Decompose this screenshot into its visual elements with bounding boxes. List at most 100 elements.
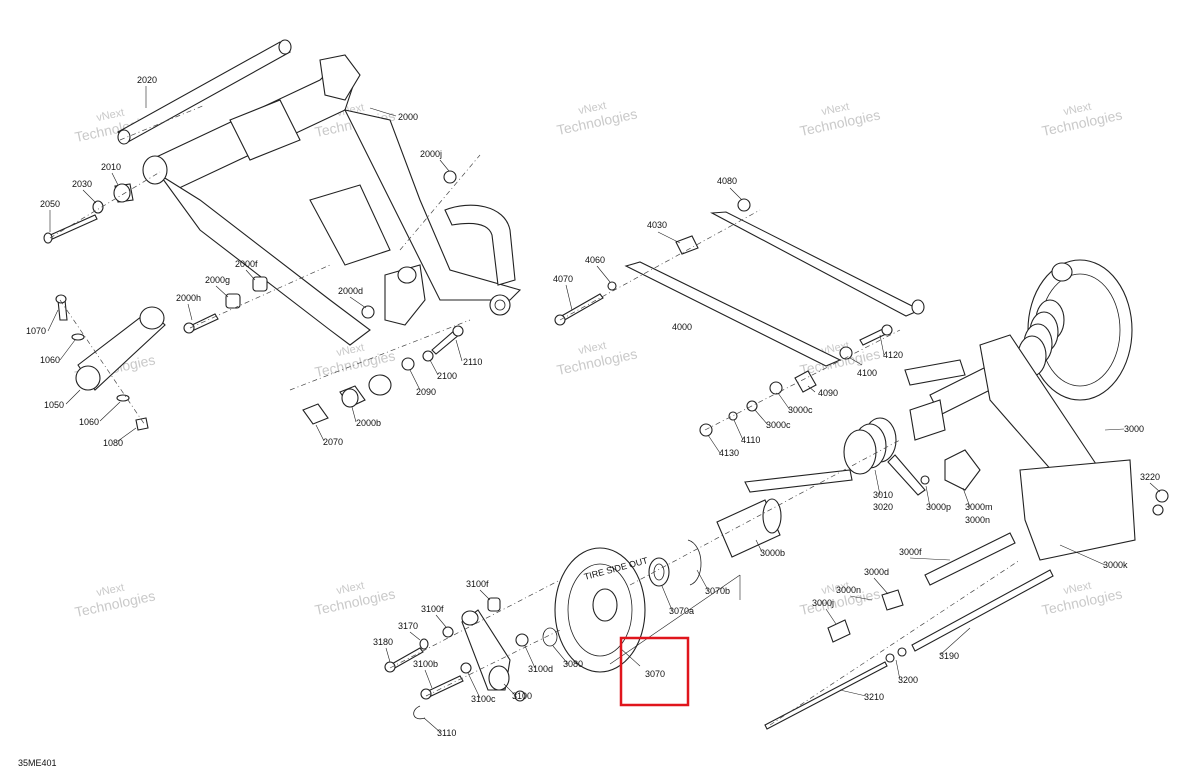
part-label: 2000g [205,275,230,285]
part-label: 3000n [836,585,861,595]
circlip-3080 [542,627,558,647]
link-rods-4000 [554,198,925,437]
bushing-3000j [827,619,851,643]
part-label: 3000 [1124,424,1144,434]
part-label: 3010 [873,490,893,500]
part-label: 3100f [466,579,489,589]
part-label: 2050 [40,199,60,209]
part-label: 2090 [416,387,436,397]
left-link-assembly-1050 [55,294,166,431]
part-label: 3220 [1140,472,1160,482]
svg-text:vNext: vNext [95,107,125,125]
idler-wheel-3070: TIRE SIDE OUT [554,547,649,673]
bushing-4090 [794,370,817,393]
part-label: 4100 [857,368,877,378]
highlight-box-3070 [619,636,690,707]
circlip-3070b [687,539,702,586]
svg-text:vNext: vNext [335,342,365,360]
part-labels: 2020 2000 2000j 2010 2030 2050 2000f 200… [26,75,1160,738]
part-label: 3100b [413,659,438,669]
svg-text:vNext: vNext [577,340,607,358]
washer-1060 [116,394,130,402]
shaft-3000f [924,532,1016,586]
part-label: 2110 [463,357,482,367]
torsion-spring-3010 [744,417,926,496]
part-label: 1050 [44,400,64,410]
part-label: 1060 [79,417,99,427]
part-label: 4070 [553,274,573,284]
part-label: 3070a [669,606,694,616]
part-label: 3000j [812,598,834,608]
nut-3220 [1152,489,1169,516]
part-label: 2020 [137,75,157,85]
nut-2070 [302,403,329,425]
nut-3000c [769,381,783,395]
bushing-2000b [339,385,366,408]
shaft-3190 [911,569,1054,652]
part-label: 4030 [647,220,667,230]
part-label: 4110 [741,435,760,445]
part-label: 3020 [873,502,893,512]
spacer-3100f [487,597,501,612]
svg-text:vNext: vNext [1062,101,1092,119]
nut-4080 [737,198,751,212]
bushing-2010 [113,183,134,203]
washer-1060 [71,333,85,341]
washer-2090 [401,357,415,371]
part-label: 4000 [672,322,692,332]
part-label: 4060 [585,255,605,265]
washer-4060 [607,281,617,291]
part-label: 3100d [528,664,553,674]
bolt-4120 [859,324,893,346]
svg-text:vNext: vNext [335,580,365,598]
part-label: 2000h [176,293,201,303]
part-label: 2030 [72,179,92,189]
bolt-2110 [431,325,464,355]
part-label: 1080 [103,438,123,448]
part-label: 3000c [766,420,791,430]
diagram-code: 35ME401 [18,758,57,768]
part-label: 1070 [26,326,46,336]
bushing-3000b [716,498,782,558]
part-label: 4130 [719,448,739,458]
part-label: 4080 [717,176,737,186]
nut-3100d [515,633,529,647]
arm-2000 [142,54,522,396]
washer-2030 [92,200,104,214]
rod-2020 [117,39,292,145]
washer-2100 [422,350,434,362]
bracket-2000d [361,264,426,326]
part-label: 3000f [899,547,922,557]
part-label: 3110 [437,728,456,738]
lower-arm-assembly-3100 [384,579,561,720]
nut-1080 [135,417,149,431]
part-label: 4090 [818,388,838,398]
part-label: 2000f [235,259,258,269]
part-label: 3000m [965,502,993,512]
part-label: 1060 [40,355,60,365]
part-label: 3100f [421,604,444,614]
nut-4100 [839,346,853,360]
part-label: 2000j [420,149,442,159]
part-label: 2000 [398,112,418,122]
bushing-2000g [225,293,241,309]
part-label: 3070 [645,669,665,679]
part-label: 2010 [101,162,121,172]
bearing-3070a [648,557,670,587]
part-label: 2000d [338,286,363,296]
nut-2000j [443,170,457,184]
rod-3210 [764,661,888,730]
leader-lines [47,86,1161,733]
part-label: 3000p [926,502,951,512]
part-label: 3170 [398,621,418,631]
svg-text:vNext: vNext [820,101,850,119]
part-label: 3100 [512,691,532,701]
bolt-4070 [554,293,604,326]
